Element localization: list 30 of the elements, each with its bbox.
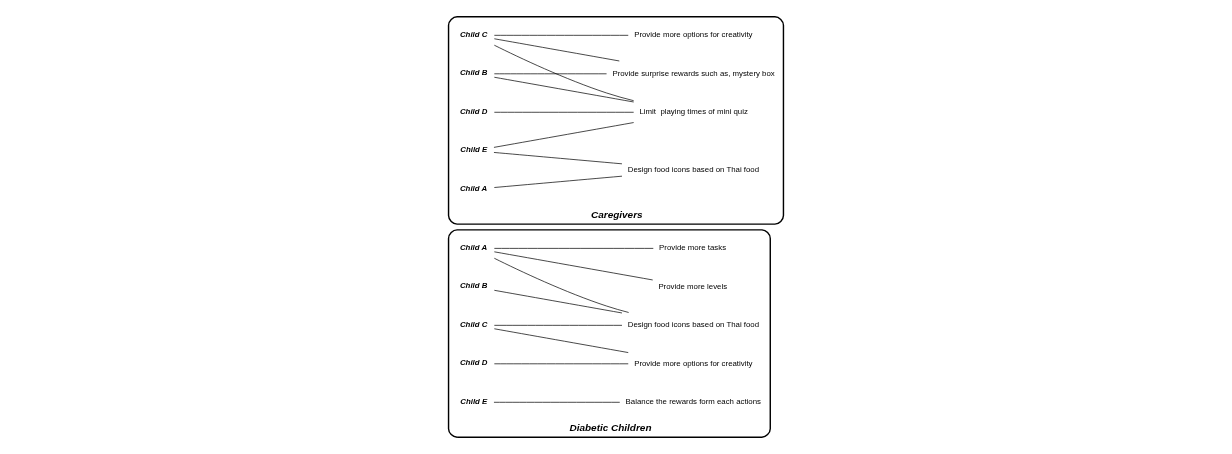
node-text: Child C [459,319,488,329]
node-text: Provide more tasks [659,243,727,253]
node-text: Provide surprise rewards such as, mystery box [612,68,775,78]
node-text: Child D [459,358,488,368]
connector [493,328,629,353]
connector [493,251,654,281]
connector [493,122,634,148]
node-text: Provide more options for creativity [634,358,753,368]
node-text: Child E [460,396,488,406]
node-text: Provide more levels [658,281,728,291]
node-text: Child C [459,29,488,39]
node-text: Design food icons based on Thai food [627,320,760,330]
node-text: Child A [459,242,488,252]
node-text: Balance the rewards form each actions [625,397,761,407]
connector [493,38,620,62]
connector [493,73,607,75]
connector [493,175,623,188]
node-text: Child A [459,183,488,193]
connector [493,152,623,165]
connector [493,289,623,314]
connector [493,257,629,313]
node-text: Provide more options for creativity [634,30,753,40]
connector [493,76,634,103]
node-text: Child D [459,106,488,116]
node-text: Child B [459,68,488,78]
node-text: Child E [460,145,488,155]
node-text: Design food icons based on Thai food [627,164,760,174]
connector [493,44,634,102]
node-text: Limit playing times of mini quiz [639,107,748,117]
node-text: Child B [459,281,488,291]
